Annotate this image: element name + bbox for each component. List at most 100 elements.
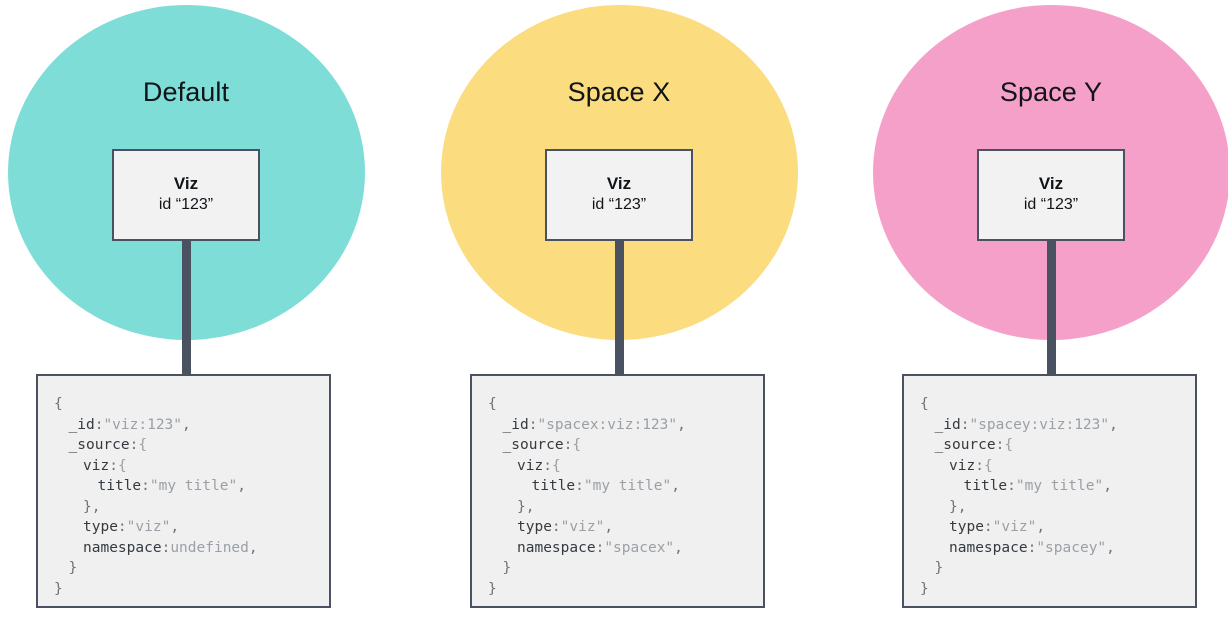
code-value: { <box>572 437 582 453</box>
code-line: namespace:undefined, <box>54 538 313 559</box>
code-value: "viz" <box>126 519 171 535</box>
code-key: _source <box>68 437 130 453</box>
code-line: _source:{ <box>488 435 747 456</box>
code-punctuation: } <box>54 580 63 597</box>
code-block: {_id:"spacex:viz:123",_source:{viz:{titl… <box>488 394 747 599</box>
code-colon: : <box>543 457 552 474</box>
code-line: { <box>54 394 313 415</box>
code-key: title <box>531 478 576 494</box>
code-value: "spacex:viz:123" <box>537 416 678 433</box>
code-line: } <box>54 558 313 579</box>
code-key: type <box>949 519 984 535</box>
code-colon: : <box>563 437 573 453</box>
connector-spacey <box>1047 241 1056 374</box>
code-punctuation: }, <box>949 498 967 515</box>
code-line: _id:"spacex:viz:123", <box>488 415 747 436</box>
code-key: viz <box>83 457 110 474</box>
code-key: namespace <box>83 539 162 556</box>
code-value: { <box>1004 437 1014 453</box>
document-json-spacex: {_id:"spacex:viz:123",_source:{viz:{titl… <box>470 374 765 608</box>
code-colon: : <box>595 539 605 556</box>
code-line: }, <box>54 497 313 518</box>
code-colon: : <box>575 478 584 494</box>
code-key: title <box>97 478 142 494</box>
code-comma: , <box>182 416 191 433</box>
viz-node-title: Viz <box>1038 174 1064 194</box>
code-comma: , <box>1106 539 1115 556</box>
code-comma: , <box>671 478 680 494</box>
code-value: "viz:123" <box>103 416 183 433</box>
code-comma: , <box>248 539 258 556</box>
code-line: } <box>54 579 313 600</box>
code-colon: : <box>975 457 984 474</box>
code-value: { <box>138 437 148 453</box>
code-key: _source <box>934 437 996 453</box>
code-value: "my title" <box>1015 478 1104 494</box>
code-line: _source:{ <box>54 435 313 456</box>
code-line: } <box>488 558 747 579</box>
code-comma: , <box>1103 478 1112 494</box>
code-colon: : <box>995 437 1005 453</box>
code-value: { <box>983 457 993 474</box>
code-key: viz <box>949 457 976 474</box>
code-line: _id:"spacey:viz:123", <box>920 415 1179 436</box>
code-key: namespace <box>517 539 596 556</box>
code-colon: : <box>1007 478 1016 494</box>
code-colon: : <box>1027 539 1037 556</box>
code-line: }, <box>488 497 747 518</box>
document-json-spacey: {_id:"spacey:viz:123",_source:{viz:{titl… <box>902 374 1197 608</box>
code-line: } <box>920 579 1179 600</box>
code-key: _id <box>934 416 961 433</box>
viz-node-title: Viz <box>606 174 632 194</box>
code-line: type:"viz", <box>920 517 1179 538</box>
code-line: title:"my title", <box>920 476 1179 497</box>
viz-node-id: id “123” <box>158 195 214 213</box>
code-key: type <box>517 519 552 535</box>
code-key: type <box>83 519 118 535</box>
code-punctuation: } <box>488 580 497 597</box>
code-line: title:"my title", <box>488 476 747 497</box>
code-colon: : <box>94 416 104 433</box>
viz-node-id: id “123” <box>591 195 647 213</box>
code-line: viz:{ <box>488 456 747 477</box>
code-value: "spacey:viz:123" <box>969 416 1110 433</box>
code-comma: , <box>1109 416 1118 433</box>
code-punctuation: { <box>54 396 63 412</box>
code-value: undefined <box>170 539 249 556</box>
code-punctuation: } <box>68 560 78 576</box>
space-label-spacey: Space Y <box>999 76 1103 107</box>
code-value: { <box>117 457 127 474</box>
code-key: _source <box>502 437 564 453</box>
viz-node-id: id “123” <box>1023 195 1079 213</box>
space-label-spacex: Space X <box>567 76 671 107</box>
code-block: {_id:"viz:123",_source:{viz:{title:"my t… <box>54 394 313 599</box>
code-comma: , <box>674 539 683 556</box>
code-key: _id <box>502 416 529 433</box>
code-value: "my title" <box>583 478 672 494</box>
code-key: title <box>963 478 1008 494</box>
space-label-default: Default <box>142 76 230 107</box>
code-colon: : <box>141 478 150 494</box>
code-key: _id <box>68 416 95 433</box>
code-comma: , <box>1036 519 1046 535</box>
code-line: namespace:"spacex", <box>488 538 747 559</box>
code-value: "viz" <box>992 519 1037 535</box>
code-line: _source:{ <box>920 435 1179 456</box>
code-value: "spacex" <box>604 539 675 556</box>
document-json-default: {_id:"viz:123",_source:{viz:{title:"my t… <box>36 374 331 608</box>
code-line: } <box>488 579 747 600</box>
code-comma: , <box>677 416 686 433</box>
code-value: "spacey" <box>1036 539 1107 556</box>
code-line: title:"my title", <box>54 476 313 497</box>
code-colon: : <box>117 519 127 535</box>
code-line: viz:{ <box>920 456 1179 477</box>
code-value: { <box>551 457 561 474</box>
code-comma: , <box>604 519 614 535</box>
